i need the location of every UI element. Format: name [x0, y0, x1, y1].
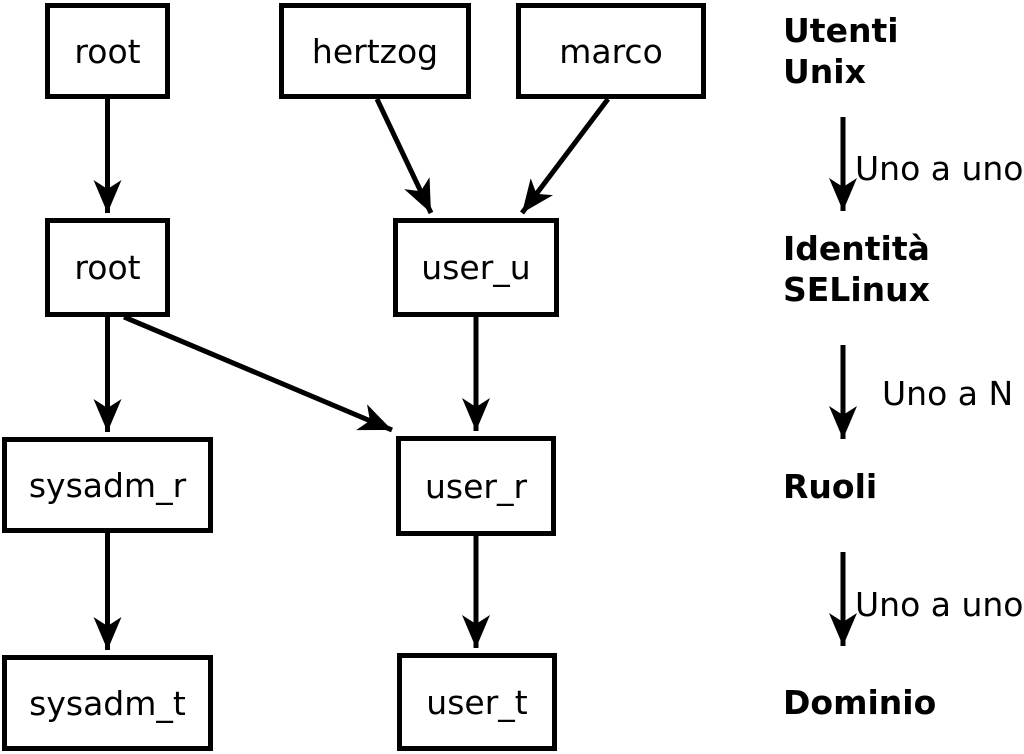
edge-hertzog-to-user-u [374, 97, 434, 215]
legend-identita-line: Identità [783, 229, 930, 268]
legend-identita-selinux: Identità SELinux [783, 228, 930, 310]
legend-dominio: Dominio [783, 683, 937, 722]
legend-unix-line: Unix [783, 52, 866, 91]
node-user-t: user_t [397, 653, 557, 751]
node-root-unix: root [45, 3, 170, 99]
node-user-r: user_r [396, 436, 556, 536]
node-sysadm-r: sysadm_r [2, 437, 213, 533]
relation-uno-a-n: Uno a N [882, 374, 1014, 413]
legend-selinux-line: SELinux [783, 270, 930, 309]
node-user-u: user_u [393, 218, 559, 317]
edge-root-selinux-to-user-r [123, 314, 393, 433]
legend-utenti-unix: Utenti Unix [783, 10, 899, 92]
relation-uno-a-uno-1: Uno a uno [855, 149, 1024, 188]
node-hertzog: hertzog [279, 3, 471, 99]
relation-uno-a-uno-2: Uno a uno [855, 585, 1024, 624]
node-root-selinux: root [45, 218, 170, 317]
edge-marco-to-user-u [520, 97, 610, 215]
node-sysadm-t: sysadm_t [2, 655, 213, 751]
legend-ruoli: Ruoli [783, 467, 878, 506]
node-marco: marco [516, 3, 706, 99]
legend-utenti-line: Utenti [783, 11, 899, 50]
